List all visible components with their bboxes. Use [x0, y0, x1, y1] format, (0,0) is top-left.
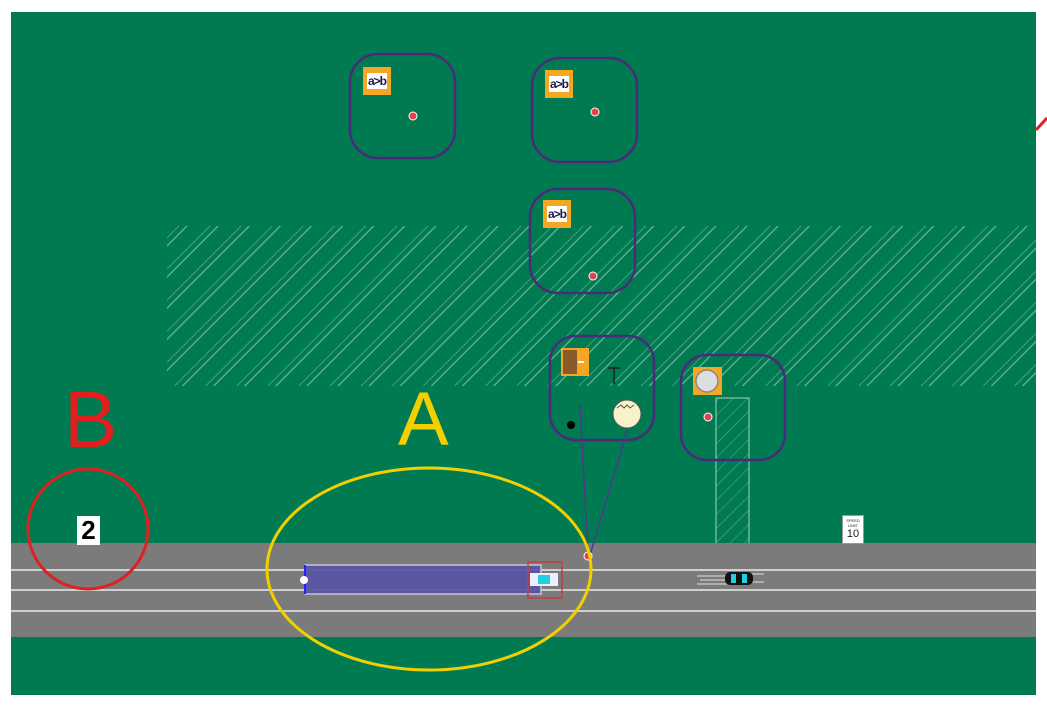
logic-node-1[interactable]: [348, 52, 457, 160]
trail-start: [300, 576, 308, 584]
speed-limit-sign: SPEED LIMIT 10: [842, 515, 864, 544]
link-line: [579, 404, 589, 556]
annotation-a-ellipse: [265, 466, 593, 672]
annotation-a-label: A: [398, 377, 449, 462]
lane-marker: 2: [77, 516, 100, 545]
node-anchor[interactable]: [408, 111, 418, 121]
annotation-b-label: B: [64, 375, 118, 464]
node-anchor[interactable]: [590, 107, 600, 117]
annotation-b-circle: [26, 467, 150, 591]
logic-node-3[interactable]: [528, 187, 637, 295]
selection-box: [527, 561, 563, 599]
crosswalk-zone: [715, 397, 750, 546]
node-anchor[interactable]: [703, 412, 713, 422]
motion-lines: [697, 573, 764, 585]
annotation-arrow-fragment: [1034, 116, 1047, 132]
traffic-light-node[interactable]: [548, 334, 656, 442]
sensor-node[interactable]: [679, 353, 787, 462]
comparison-icon: a>b: [363, 67, 391, 95]
hatched-zone: [167, 226, 1036, 386]
comparison-icon: a>b: [543, 200, 571, 228]
vehicle-trail: [304, 564, 542, 595]
comparison-icon: a>b: [545, 70, 573, 98]
bulb-icon: [612, 399, 642, 429]
other-vehicle[interactable]: [725, 572, 753, 585]
node-anchor[interactable]: [588, 271, 598, 281]
logic-node-2[interactable]: [530, 56, 639, 164]
t-icon: [608, 367, 620, 384]
node-dot: [567, 421, 575, 429]
link-line: [589, 427, 629, 556]
